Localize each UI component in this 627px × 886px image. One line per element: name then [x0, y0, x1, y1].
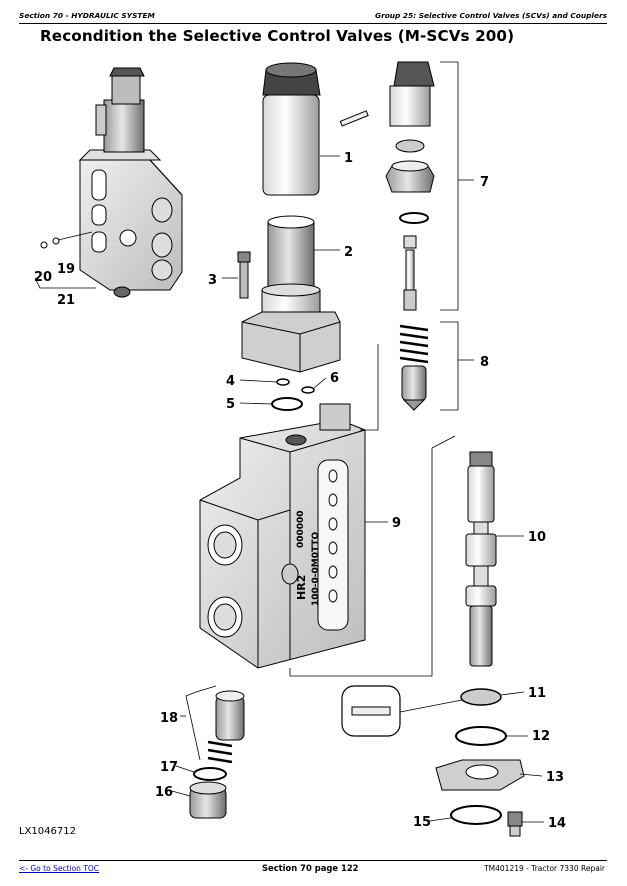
figure-id: LX1046712	[19, 826, 76, 837]
page-title: Recondition the Selective Control Valves…	[40, 27, 515, 45]
part-3-bolt	[237, 251, 251, 299]
callout-12: 12	[532, 729, 550, 744]
callout-7: 7	[480, 175, 489, 190]
callout-8: 8	[480, 355, 489, 370]
part-15-oring	[450, 805, 502, 825]
part-5-oring	[271, 397, 303, 411]
callout-17: 17	[160, 760, 178, 775]
callout-21: 21	[57, 293, 75, 308]
callout-11: 11	[528, 686, 546, 701]
part-8-spring-poppet	[399, 324, 429, 411]
callout-3: 3	[208, 273, 217, 288]
callout-15: 15	[413, 815, 431, 830]
part-16-cap	[189, 781, 227, 819]
callout-13: 13	[546, 770, 564, 785]
toc-link[interactable]: <- Go to Section TOC	[19, 864, 100, 873]
callout-10: 10	[528, 530, 546, 545]
callout-4: 4	[226, 374, 235, 389]
block-marking-code: 000000	[296, 510, 306, 548]
callout-2: 2	[344, 245, 353, 260]
callout-19: 19	[57, 262, 75, 277]
callout-6: 6	[330, 371, 339, 386]
part-11-seal	[460, 688, 502, 706]
callout-1: 1	[344, 151, 353, 166]
leader-lines	[171, 155, 544, 823]
part-6-oring	[301, 386, 315, 394]
part-9-valve-body	[199, 403, 366, 669]
part-17-oring	[193, 767, 227, 781]
document-id: TM401219 - Tractor 7330 Repair	[484, 864, 605, 873]
inset-detail	[341, 685, 401, 737]
assembled-valve	[78, 67, 183, 298]
footer-rule	[19, 860, 607, 861]
part-18-plug	[215, 690, 245, 741]
callout-18: 18	[160, 711, 178, 726]
flange-block	[241, 311, 341, 373]
callout-20: 20	[34, 270, 52, 285]
part-10-spool	[465, 451, 497, 667]
part-13-cover	[435, 759, 525, 791]
part-1-cap	[262, 62, 321, 196]
callout-5: 5	[226, 397, 235, 412]
section-header: Section 70 - HYDRAULIC SYSTEM	[19, 11, 155, 20]
callout-labels: 1 2 3 4 5 6 7 8 9 10 11 12 13 14 15 16 1…	[34, 151, 566, 831]
part-12-oring	[455, 726, 507, 746]
callout-9: 9	[392, 516, 401, 531]
part-2-sleeve	[261, 215, 321, 329]
group-header: Group 25: Selective Control Valves (SCVs…	[375, 11, 607, 20]
block-marking-hr2: HR2	[295, 575, 308, 600]
page-number: Section 70 page 122	[262, 863, 359, 873]
block-marking-serial: 100-0-0M0TTO	[311, 532, 321, 606]
callout-16: 16	[155, 785, 173, 800]
header-rule	[19, 23, 607, 24]
part-7-assembly	[339, 61, 435, 311]
part-17-spring	[207, 740, 233, 764]
callout-14: 14	[548, 816, 566, 831]
part-14-screw	[507, 811, 523, 837]
part-4-oring	[276, 378, 290, 386]
